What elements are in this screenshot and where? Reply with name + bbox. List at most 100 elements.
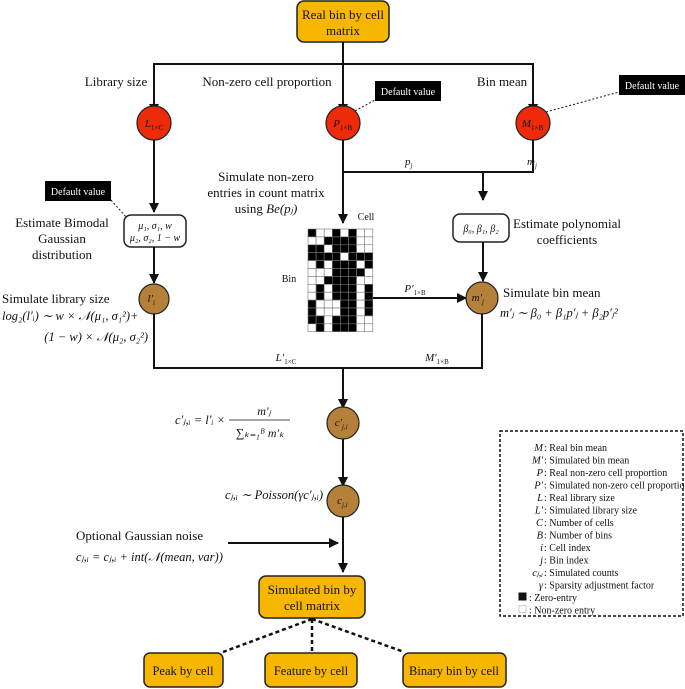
legend-item: i: Cell index [540,543,591,554]
simulate-nonzero-line2: entries in count matrix [207,185,325,200]
matrix-cell-zero [340,276,349,285]
noise-title: Optional Gaussian noise [76,528,203,543]
matrix-cell-nonzero [356,291,366,301]
matrix-cell-nonzero [315,268,325,277]
bin-mean-sim-title: Simulate bin mean [503,285,601,300]
real-matrix-line1: Real bin by cell [302,7,384,22]
legend-item: γ: Sparsity adjustment factor [539,581,655,592]
library-sim-formula-line1: log₂(l′ᵢ) ∼ w × 𝒩(μ₁, σ₁²)+ [2,309,138,323]
matrix-cell-nonzero [356,283,366,293]
edge-label-m-j: mj [527,156,537,170]
matrix-cell-zero [331,260,341,269]
node-M: M 1×B [515,105,551,141]
legend-item: L: Real library size [536,493,615,504]
matrix-cell-zero [323,252,333,261]
svg-text:Default value: Default value [51,187,106,198]
matrix-cell-nonzero [364,244,374,254]
matrix-cell-zero [331,268,341,277]
matrix-cell-zero [348,299,357,309]
matrix-cell-nonzero [356,323,366,332]
matrix-cell-zero [348,276,357,285]
matrix-cell-zero [364,299,374,309]
matrix-cell-nonzero [323,291,333,301]
matrix-cell-zero [307,315,317,325]
matrix-cell-zero [340,291,349,301]
matrix-cell-nonzero [340,252,349,261]
matrix-cell-zero [348,260,357,269]
legend-item: C: Number of cells [536,518,614,529]
legend-description: : Bin index [544,556,588,567]
matrix-cell-nonzero [323,323,333,332]
matrix-cell-nonzero [356,299,366,309]
matrix-cell-nonzero [315,228,325,238]
node-l-prime: l′ i [138,283,170,315]
matrix-cell-axis-label: Cell [358,212,375,223]
matrix-cell-nonzero [331,299,341,309]
zero-entry-swatch-icon [518,592,527,601]
node-c: c j,i [326,484,360,518]
legend-item: M: Real bin mean [533,443,607,454]
matrix-cell-nonzero [340,228,349,238]
edge-to-binary [311,617,405,654]
node-m-prime: m′ j [465,281,499,315]
output-peak-by-cell: Peak by cell [143,652,224,688]
matrix-cell-zero [340,236,349,246]
matrix-cell-nonzero [356,228,366,238]
matrix-cell-nonzero [323,315,333,325]
svg-text:c′ⱼ,ᵢ = l′ᵢ ×: c′ⱼ,ᵢ = l′ᵢ × [175,413,225,427]
matrix-cell-nonzero [323,299,333,309]
svg-text:μ₁, σ₁, w: μ₁, σ₁, w [137,221,172,232]
bimodal-label-line1: Estimate Bimodal [15,215,109,230]
legend-symbol: B [537,531,544,542]
count-formula: c′ⱼ,ᵢ = l′ᵢ × m′ⱼ ∑ₖ₌₁ᴮ m′ₖ [175,404,290,440]
matrix-cell-nonzero [356,244,366,254]
legend-description: : Simulated library size [544,506,638,517]
legend-description: : Number of cells [544,518,614,529]
library-sim-title: Simulate library size [2,291,110,306]
matrix-cell-zero [348,323,357,332]
default-value-label-M: Default value [545,75,685,113]
matrix-cell-zero [340,268,349,277]
matrix-cell-zero [348,283,357,293]
output-feature-by-cell: Feature by cell [264,652,358,688]
legend-symbol: M [533,443,544,454]
matrix-cell-zero [348,268,357,277]
legend-item: P′: Simulated non-zero cell proportion [533,481,685,492]
matrix-cell-nonzero [356,276,366,285]
edge-label-P-prime: P′1×B [403,283,426,297]
legend-item: cⱼ,ᵢ: Simulated counts [532,568,618,579]
matrix-cell-nonzero [323,228,333,238]
legend-symbol: P′ [533,481,543,492]
matrix-cell-zero [364,260,374,269]
svg-text:1×C: 1×C [151,124,163,132]
legend-item: M′: Simulated bin mean [531,456,629,467]
nonzero-entry-swatch-icon [518,605,527,613]
matrix-cell-nonzero [307,268,317,277]
matrix-cell-zero [331,252,341,261]
matrix-cell-zero [348,228,357,238]
matrix-cell-zero [315,260,325,269]
matrix-cell-zero [323,236,333,246]
matrix-cell-zero [323,276,333,285]
node-P: P 1×B [325,105,361,141]
legend-description: : Real non-zero cell proportion [544,468,667,479]
legend-symbol: L [536,493,543,504]
bin-mean-label: Bin mean [477,74,528,89]
svg-text:μ₂, σ₂, 1 − w: μ₂, σ₂, 1 − w [129,233,181,244]
legend-description: : Simulated counts [544,568,619,579]
legend-description: : Simulated non-zero cell proportion [544,481,685,492]
svg-text:m′: m′ [472,292,483,304]
matrix-cell-nonzero [356,260,366,269]
svg-text:β₀, β₁, β₂: β₀, β₁, β₂ [462,224,499,235]
legend-description: : Number of bins [544,531,612,542]
matrix-cell-nonzero [307,260,317,269]
legend-symbol: j [538,556,543,567]
matrix-cell-nonzero [315,276,325,285]
matrix-cell-zero [340,260,349,269]
matrix-cell-zero [331,283,341,293]
legend-description: : Cell index [544,543,591,554]
matrix-cell-zero [331,291,341,301]
node-c-prime: c′ j,i [326,406,360,440]
